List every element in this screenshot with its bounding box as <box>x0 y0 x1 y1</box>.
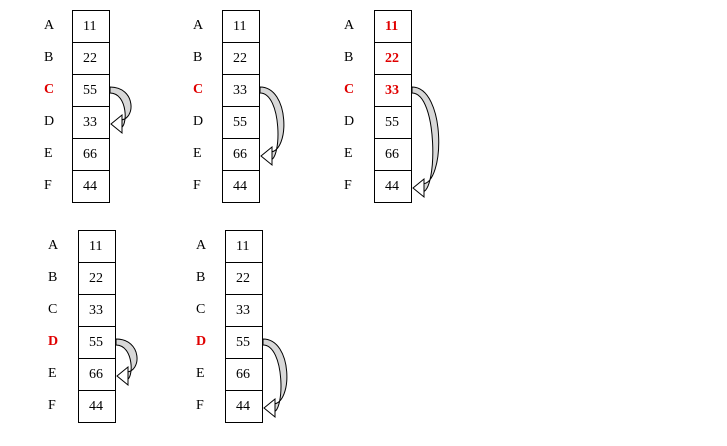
row-label: D <box>193 114 204 129</box>
row-label: C <box>193 82 204 97</box>
value-cell: 44 <box>375 171 411 203</box>
row-label: B <box>196 270 206 285</box>
row-label: C <box>196 302 206 317</box>
curved-arrow-1 <box>109 86 132 129</box>
curved-arrow-3 <box>411 86 440 193</box>
value-cell: 22 <box>223 43 259 75</box>
value-cell: 66 <box>375 139 411 171</box>
row-label: E <box>193 146 202 161</box>
value-cell: 44 <box>73 171 109 203</box>
arrow-head-3 <box>412 177 425 199</box>
value-cell: 55 <box>79 327 115 359</box>
row-label: B <box>44 50 54 65</box>
row-label: A <box>344 18 355 33</box>
value-cell: 22 <box>226 263 262 295</box>
value-cell: 55 <box>226 327 262 359</box>
value-cell: 55 <box>223 107 259 139</box>
row-label: A <box>193 18 204 33</box>
row-label: F <box>193 178 201 193</box>
curved-arrow-5 <box>262 338 288 413</box>
value-cell: 11 <box>223 11 259 43</box>
row-label: A <box>44 18 55 33</box>
value-cell: 33 <box>73 107 109 139</box>
value-cell: 11 <box>79 231 115 263</box>
value-cell: 11 <box>73 11 109 43</box>
row-label: F <box>48 398 56 413</box>
value-cell: 66 <box>226 359 262 391</box>
value-cell: 22 <box>375 43 411 75</box>
row-label: F <box>344 178 352 193</box>
arrow-head-2 <box>260 145 273 167</box>
value-cell: 44 <box>223 171 259 203</box>
value-cell: 33 <box>79 295 115 327</box>
row-label: D <box>48 334 59 349</box>
value-cell: 33 <box>375 75 411 107</box>
row-label: B <box>48 270 58 285</box>
value-cell: 44 <box>226 391 262 423</box>
row-label: D <box>44 114 55 129</box>
value-cell: 66 <box>223 139 259 171</box>
row-label: A <box>48 238 59 253</box>
row-label: B <box>344 50 354 65</box>
row-label: D <box>196 334 207 349</box>
row-label: E <box>344 146 353 161</box>
row-label: F <box>196 398 204 413</box>
row-label: D <box>344 114 355 129</box>
value-cell: 55 <box>73 75 109 107</box>
row-label: C <box>48 302 58 317</box>
value-cell: 33 <box>226 295 262 327</box>
curved-arrow-2 <box>259 86 285 161</box>
row-label: A <box>196 238 207 253</box>
row-label: E <box>196 366 205 381</box>
row-label: E <box>48 366 57 381</box>
arrow-head-1 <box>110 113 123 135</box>
row-label: F <box>44 178 52 193</box>
value-cell: 22 <box>79 263 115 295</box>
row-label: E <box>44 146 53 161</box>
value-cell: 22 <box>73 43 109 75</box>
row-label: C <box>44 82 55 97</box>
value-cell: 11 <box>226 231 262 263</box>
value-cell: 66 <box>73 139 109 171</box>
row-label: B <box>193 50 203 65</box>
curved-arrow-4 <box>115 338 138 381</box>
row-label: C <box>344 82 355 97</box>
arrow-head-5 <box>263 397 276 419</box>
value-cell: 33 <box>223 75 259 107</box>
value-cell: 66 <box>79 359 115 391</box>
arrow-head-4 <box>116 365 129 387</box>
value-cell: 11 <box>375 11 411 43</box>
value-cell: 44 <box>79 391 115 423</box>
value-cell: 55 <box>375 107 411 139</box>
